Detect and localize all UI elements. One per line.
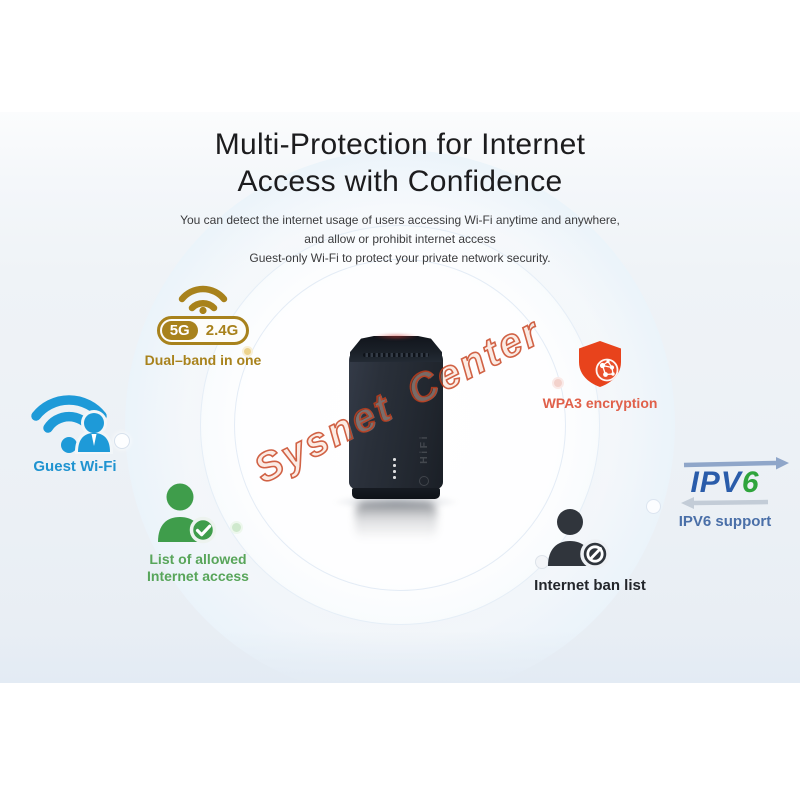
scene-background: Multi-Protection for Internet Access wit…: [0, 112, 800, 683]
router-base: [352, 488, 440, 499]
ring-dot-white-left: [114, 433, 130, 449]
led-dot: [393, 470, 396, 473]
feature-ipv6: IPV6 IPV6 support: [650, 455, 800, 530]
led-dot: [393, 476, 396, 479]
shield-globe-icon: [579, 341, 621, 387]
band-badge: 5G 2.4G: [156, 316, 250, 345]
subtitle-line1: You can detect the internet usage of use…: [180, 213, 620, 227]
router-reflection: [355, 502, 437, 540]
router-top-cap: [350, 336, 442, 362]
ipv6-logo-text: IPV6: [650, 455, 800, 511]
feature-label-dual-band: Dual–band in one: [144, 352, 262, 368]
page-title-line2: Access with Confidence: [237, 165, 563, 198]
feature-dual-band: 5G 2.4G Dual–band in one: [118, 282, 288, 368]
subtitle: You can detect the internet usage of use…: [0, 211, 800, 268]
wifi-user-icon: [31, 395, 114, 454]
feature-label-allowed-1: List of allowed: [149, 551, 247, 567]
feature-wpa3: WPA3 encryption: [528, 340, 672, 411]
ring-dot-white-right: [646, 499, 661, 514]
feature-label-ipv6: IPV6 support: [678, 513, 772, 530]
ipv6-logo-ipv: IPV: [690, 466, 742, 499]
router-side-ring-mark: [419, 476, 429, 486]
router-body: [349, 350, 443, 489]
subtitle-line2: and allow or prohibit internet access: [304, 232, 496, 246]
feature-label-guest-wifi: Guest Wi-Fi: [33, 458, 117, 475]
led-dot: [393, 464, 396, 467]
subtitle-line3: Guest-only Wi-Fi to protect your private…: [249, 251, 551, 265]
feature-label-ban-list: Internet ban list: [534, 577, 646, 594]
router-vents: [363, 353, 429, 357]
led-indicators: [393, 458, 396, 479]
ring-dot-gold: [242, 346, 253, 357]
led-dot: [393, 458, 396, 461]
ipv6-logo: IPV6: [650, 455, 800, 511]
ipv6-logo-digit: 6: [741, 466, 760, 499]
feature-label-wpa3: WPA3 encryption: [542, 395, 658, 411]
ring-dot-pink: [552, 377, 564, 389]
router-side-branding: HiFi: [418, 434, 430, 464]
router-device: HiFi: [331, 333, 461, 548]
dual-band-wifi-icon: [178, 285, 228, 314]
user-ban-icon: [548, 509, 610, 569]
header: Multi-Protection for Internet Access wit…: [0, 126, 800, 268]
feature-label-allowed-2: Internet access: [147, 568, 249, 584]
feature-ban-list: Internet ban list: [513, 508, 667, 594]
ring-dot-green: [230, 521, 243, 534]
ipv6-arrows-icon: [681, 457, 789, 509]
page-title-line1: Multi-Protection for Internet: [214, 128, 586, 161]
badge-2-4g: 2.4G: [205, 322, 239, 339]
feature-allowed-list: List of allowed Internet access: [118, 482, 278, 584]
feature-guest-wifi: Guest Wi-Fi: [8, 388, 142, 475]
router-red-glow: [373, 333, 419, 340]
user-check-icon: [158, 483, 217, 544]
badge-5g: 5G: [161, 321, 198, 340]
background-circle-mid: [234, 259, 566, 591]
bottom-gradient: [0, 631, 800, 683]
